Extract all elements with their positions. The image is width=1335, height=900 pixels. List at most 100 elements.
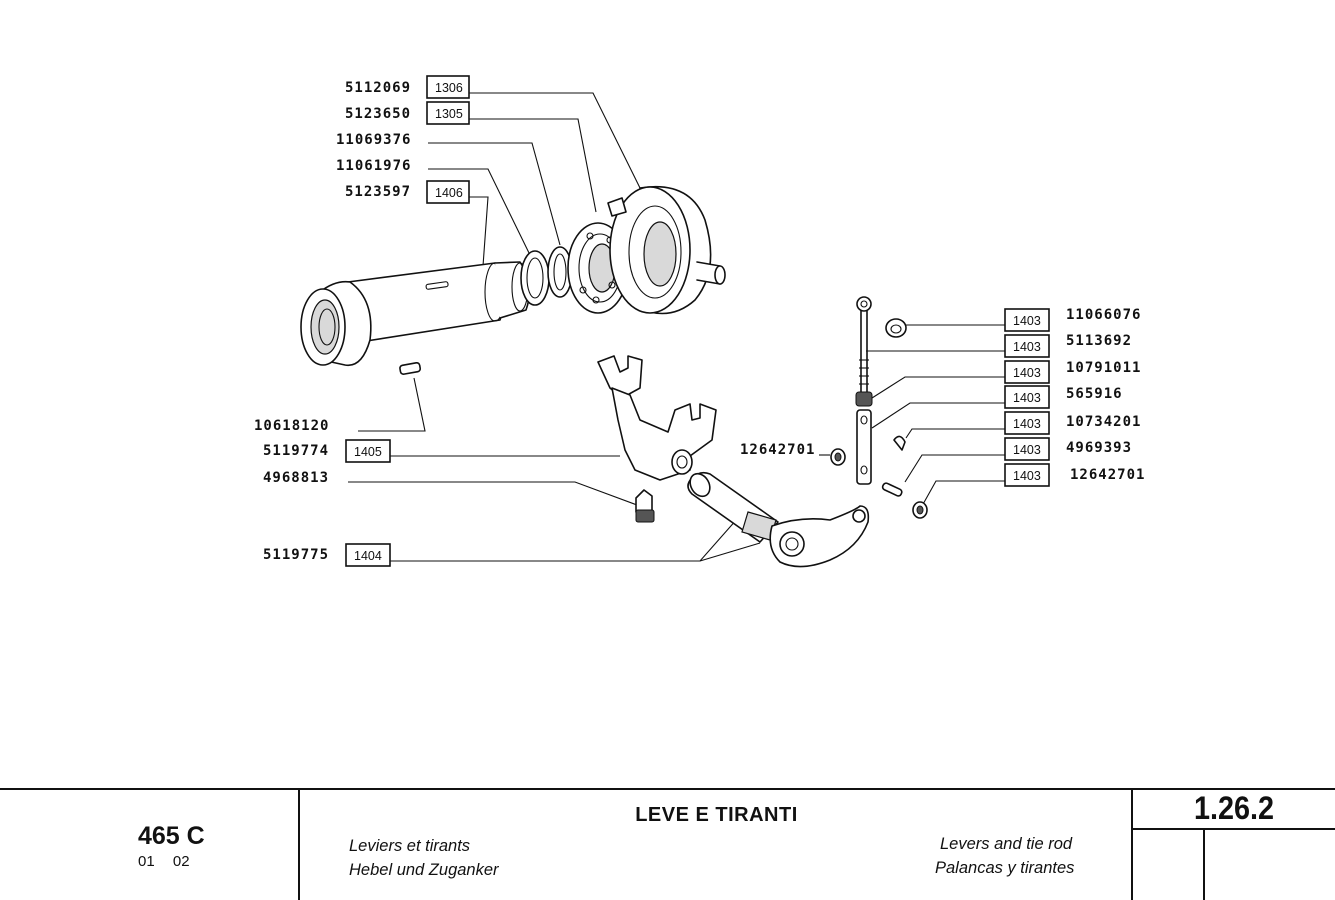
ref-number: 1403	[1013, 366, 1041, 380]
leader-line	[358, 377, 426, 432]
page-number: 1.26.2	[1193, 790, 1275, 826]
leader-line-branch	[699, 542, 761, 562]
part-number: 4969393	[1066, 440, 1132, 456]
callout-5119775: 5119775 1404	[263, 509, 761, 567]
cotter-pin-drawing	[893, 435, 906, 451]
part-number: 5123597	[345, 184, 411, 200]
callout-5113692: 1403 5113692	[866, 333, 1132, 358]
callout-10734201: 1403 10734201	[905, 411, 1141, 439]
ref-box	[1004, 411, 1050, 435]
title-block-divider-left	[298, 788, 300, 900]
page-title: LEVE E TIRANTI	[635, 804, 798, 826]
part-number: 10734201	[1066, 414, 1141, 430]
part-number: 5119774	[263, 443, 329, 459]
model-code-2: 02	[172, 853, 190, 870]
clutch-fork-drawing	[597, 355, 717, 481]
part-number: 5113692	[1066, 333, 1132, 349]
title-block: 465 C 01 02 LEVE E TIRANTI Leviers et ti…	[0, 788, 1335, 900]
ref-number: 1403	[1013, 314, 1041, 328]
leader-line	[871, 402, 1005, 429]
washer-right-drawing	[912, 501, 928, 519]
callout-11066076: 1403 11066076	[905, 307, 1141, 332]
callout-5119774: 5119774 1405	[263, 439, 620, 463]
part-number: 10791011	[1066, 360, 1141, 376]
ref-number: 1403	[1013, 443, 1041, 457]
model-codes: 01 02	[138, 853, 204, 870]
part-number: 5123650	[345, 106, 411, 122]
callout-center-12642701: 12642701	[740, 442, 830, 458]
ref-number: 1404	[354, 549, 382, 563]
callout-12642701: 1403 12642701	[921, 463, 1145, 507]
lever-shaft-drawing	[687, 471, 870, 568]
part-number: 565916	[1066, 386, 1123, 402]
ref-box	[1004, 385, 1050, 409]
leader-line	[905, 428, 1005, 439]
callout-565916: 1403 565916	[871, 385, 1123, 429]
callout-11069376: 11069376	[336, 132, 561, 246]
leader-line	[348, 481, 638, 506]
ref-number: 1305	[435, 107, 463, 121]
part-number: 5119775	[263, 547, 329, 563]
leader-line	[904, 454, 1005, 483]
snap-ring-drawing	[520, 246, 573, 306]
part-number: 12642701	[740, 442, 815, 458]
leader-line	[428, 142, 561, 246]
callout-11061976: 11061976	[336, 158, 531, 256]
ref-box	[345, 543, 391, 567]
ref-box	[1004, 360, 1050, 384]
ref-box	[1004, 463, 1050, 487]
callout-10791011: 1403 10791011	[871, 360, 1141, 399]
guide-sleeve-drawing	[300, 261, 531, 367]
title-german: Hebel und Zuganker	[349, 861, 499, 879]
ref-box	[345, 439, 391, 463]
leader-line	[871, 376, 1005, 399]
ref-box	[1004, 437, 1050, 461]
callout-5112069: 5112069 1306	[345, 75, 641, 189]
leader-line	[469, 118, 597, 213]
ref-number: 1306	[435, 81, 463, 95]
ref-number: 1403	[1013, 417, 1041, 431]
leader-line	[428, 168, 531, 256]
ref-box	[426, 75, 470, 99]
ref-number: 1403	[1013, 391, 1041, 405]
ref-box	[1004, 334, 1050, 358]
ref-number: 1406	[435, 186, 463, 200]
bolt-drawing	[635, 489, 655, 523]
title-french: Leviers et tirants	[349, 837, 471, 855]
part-number: 4968813	[263, 470, 329, 486]
ref-number: 1403	[1013, 340, 1041, 354]
leader-line	[469, 92, 641, 189]
model-name: 465 C	[138, 822, 205, 850]
washer-left-drawing	[830, 448, 846, 466]
page-box-divider	[1133, 828, 1335, 830]
ref-number: 1403	[1013, 469, 1041, 483]
model-code-1: 01	[138, 853, 155, 870]
ref-number: 1405	[354, 445, 382, 459]
leader-line	[469, 196, 489, 267]
ref-box	[1004, 308, 1050, 332]
callout-10618120: 10618120	[254, 377, 426, 434]
leader-line	[390, 509, 746, 562]
clip-drawing	[885, 318, 907, 338]
callout-5123597: 5123597 1406	[345, 180, 489, 267]
title-block-top-border	[0, 788, 1335, 790]
callout-4969393: 1403 4969393	[904, 437, 1132, 483]
bearing-carrier-drawing	[607, 185, 726, 315]
part-number: 11069376	[336, 132, 411, 148]
ref-box	[426, 180, 470, 204]
title-spanish: Palancas y tirantes	[935, 859, 1075, 877]
part-number: 11061976	[336, 158, 411, 174]
tie-rod-drawing	[855, 296, 873, 485]
page-box-split	[1203, 830, 1205, 900]
title-block-divider-right	[1131, 788, 1133, 900]
title-english: Levers and tie rod	[940, 835, 1073, 853]
ref-box	[426, 101, 470, 125]
part-number: 11066076	[1066, 307, 1141, 323]
part-number: 10618120	[254, 418, 329, 434]
leader-line	[921, 480, 1005, 507]
pin-small-drawing	[881, 482, 903, 497]
part-number: 5112069	[345, 80, 411, 96]
exploded-parts-diagram: 5112069 1306 5123650 1305 11069376 11061…	[254, 75, 1145, 568]
part-number: 12642701	[1070, 467, 1145, 483]
callout-4968813: 4968813	[263, 470, 638, 506]
